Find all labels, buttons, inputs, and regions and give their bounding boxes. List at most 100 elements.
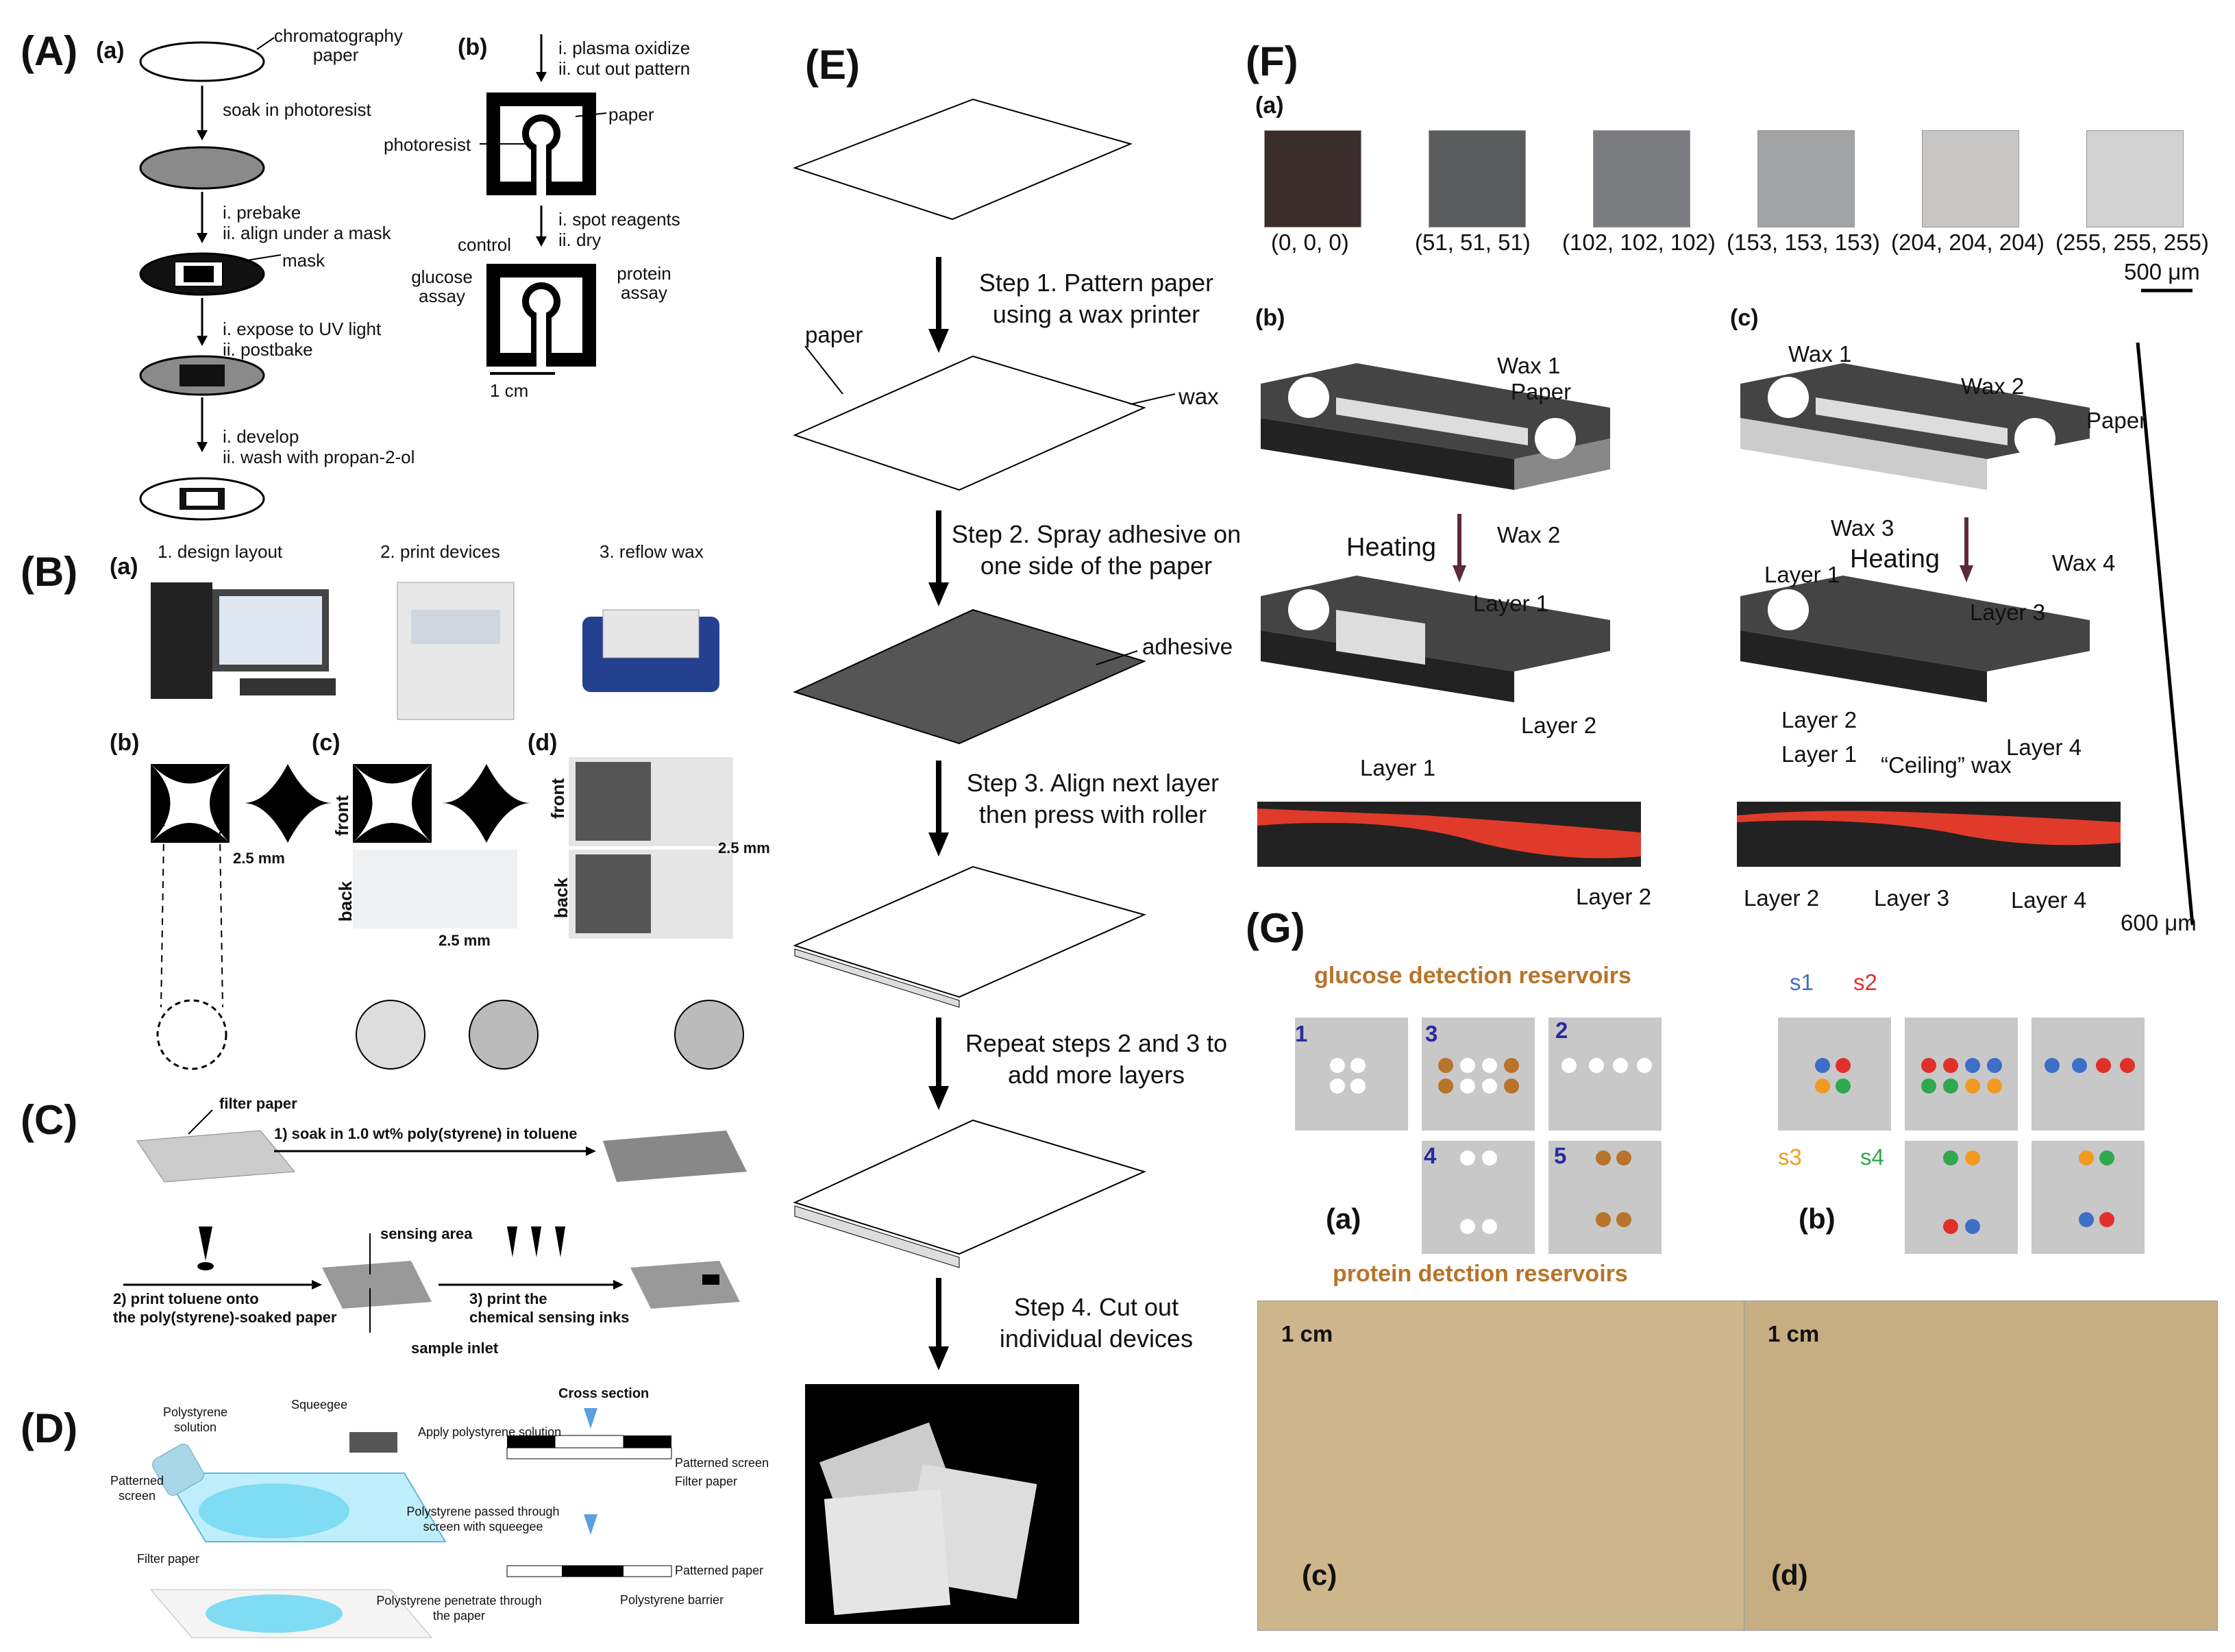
design-layout-label: 1. design layout	[158, 541, 283, 562]
fc-layer3-label: Layer 3	[1970, 600, 2046, 625]
panel-g-c-label: (c)	[1302, 1559, 1337, 1591]
polystyrene-barrier-label: Polystyrene barrier	[620, 1593, 724, 1607]
fb-heating-label: Heating	[1346, 533, 1436, 562]
filter-paper-right-label: Filter paper	[675, 1475, 738, 1488]
scale-600um: 600 μm	[2121, 910, 2197, 935]
swatch-102	[1593, 130, 1690, 227]
swatch-label-153: (153, 153, 153)	[1727, 230, 1880, 255]
panel-g-schematic	[1295, 1018, 2145, 1254]
fc-wax2-label: Wax 2	[1961, 373, 2025, 399]
patterned-screen-left-label: Patterned screen	[110, 1474, 164, 1503]
cross-section-label: Cross section	[558, 1386, 650, 1401]
spot-label: i. spot reagents	[558, 209, 680, 230]
tile-number-2: 2	[1555, 1018, 1568, 1043]
tile-5	[1548, 1141, 1662, 1254]
patterned-paper-label: Patterned paper	[675, 1564, 764, 1577]
panel-c-diagram	[123, 1109, 747, 1333]
panel-a-label: (A)	[21, 28, 78, 74]
tile-2	[1548, 1018, 1662, 1131]
align-label: ii. align under a mask	[223, 223, 391, 243]
panel-c-label: (C)	[21, 1097, 78, 1143]
scale-1cm-a: 1 cm	[490, 380, 529, 401]
protein-reservoirs-label: protein detction reservoirs	[1333, 1261, 1628, 1287]
reflow-wax-label: 3. reflow wax	[600, 541, 704, 562]
fb-layer2-label: Layer 2	[1521, 713, 1597, 738]
panel-a-a-label: (a)	[96, 38, 125, 64]
e-step4-label: Step 4. Cut out individual devices	[999, 1293, 1194, 1353]
patterned-screen-label: Patterned screen	[675, 1456, 769, 1470]
fc-wax3-label: Wax 3	[1831, 515, 1894, 541]
fc-layer4-label: Layer 4	[2006, 735, 2082, 760]
swatch-51	[1429, 130, 1526, 227]
panel-f-a-label: (a)	[1255, 93, 1284, 119]
fb-layer2-bottom-label: Layer 2	[1576, 884, 1652, 909]
fc-layer2-label: Layer 2	[1781, 707, 1857, 732]
dry-label: ii. dry	[558, 230, 602, 250]
panel-e-label: (E)	[805, 42, 860, 88]
panel-b-c-label: (c)	[312, 730, 341, 756]
panel-g-b-label: (b)	[1799, 1203, 1836, 1235]
fc-wax4-label: Wax 4	[2052, 550, 2116, 576]
tile-number-3: 3	[1425, 1021, 1438, 1046]
print-toluene-label: 2) print toluene onto	[113, 1290, 259, 1307]
polystyrene-passed-label: Polystyrene passed through screen with s…	[406, 1505, 560, 1533]
s4-label: s4	[1860, 1144, 1884, 1170]
fc-paper-label: Paper	[2086, 408, 2147, 433]
sample-inlet-label: sample inlet	[411, 1340, 499, 1357]
control-label: control	[458, 234, 512, 255]
paper-label-a: paper	[608, 104, 654, 125]
swatch-255	[2086, 130, 2184, 227]
scale-1cm-c: 1 cm	[1281, 1321, 1333, 1346]
panel-a-b-diagram	[480, 34, 607, 375]
scale-500um: 500 μm	[2124, 259, 2200, 284]
glucose-reservoirs-label: glucose detection reservoirs	[1314, 963, 1631, 989]
tile-number-5: 5	[1554, 1143, 1567, 1168]
e-step2-label: Step 2. Spray adhesive on one side of th…	[951, 520, 1242, 580]
fb-wax1-label: Wax 1	[1497, 353, 1561, 378]
panel-b-d-label: (d)	[528, 730, 558, 756]
fb-layer1-label: Layer 1	[1473, 591, 1549, 616]
filter-paper-d-label: Filter paper	[137, 1552, 200, 1566]
scale-2-5mm-c: 2.5 mm	[439, 932, 491, 949]
fc-layer3-bottom-label: Layer 3	[1874, 885, 1950, 911]
tile-3	[1422, 1018, 1535, 1131]
fc-layer2-bottom-label: Layer 2	[1744, 885, 1820, 911]
fb-paper-label: Paper	[1511, 379, 1572, 404]
fc-layer4-bottom-label: Layer 4	[2011, 887, 2087, 913]
protein-assay-label: protein assay	[617, 263, 671, 303]
swatch-153	[1757, 130, 1855, 227]
tile-b3	[1905, 1018, 2018, 1131]
swatch-label-102: (102, 102, 102)	[1562, 230, 1716, 255]
e-wax-label: wax	[1178, 384, 1219, 409]
swatch-0	[1264, 130, 1361, 227]
apply-polystyrene-label: Apply polystyrene solution	[418, 1425, 562, 1439]
wash-label: ii. wash with propan-2-ol	[223, 447, 415, 467]
develop-label: i. develop	[223, 426, 299, 447]
back-label-c: back	[335, 880, 356, 922]
panel-b-a-label: (a)	[110, 554, 138, 580]
panel-d-diagram	[149, 1408, 672, 1638]
print-inks-label: 3) print the	[469, 1290, 547, 1307]
scale-1cm-d: 1 cm	[1768, 1321, 1820, 1346]
e-step3-label: Step 3. Align next layer then press with…	[966, 769, 1220, 828]
panel-d-label: (D)	[21, 1405, 78, 1451]
photoresist-label: photoresist	[384, 134, 471, 155]
panel-b-b-label: (b)	[110, 730, 140, 756]
panel-e-diagram	[793, 98, 1176, 1624]
tile-number-1: 1	[1295, 1021, 1308, 1046]
panel-g-label: (G)	[1246, 905, 1305, 951]
panel-g-d-label: (d)	[1771, 1559, 1808, 1591]
panel-f-b-label: (b)	[1255, 305, 1285, 331]
fc-ceiling-label: “Ceiling” wax	[1881, 752, 2012, 778]
device-photo-d	[1744, 1300, 2218, 1631]
plasma-label: i. plasma oxidize	[558, 38, 691, 58]
step-arrows	[928, 257, 949, 1370]
cutout-label: ii. cut out pattern	[558, 58, 691, 79]
scale-2-5mm-b: 2.5 mm	[233, 850, 285, 867]
scale-2-5mm-d: 2.5 mm	[718, 839, 770, 856]
e-repeat-label: Repeat steps 2 and 3 to add more layers	[965, 1029, 1228, 1089]
fc-layer1-bottom-label: Layer 1	[1781, 741, 1857, 767]
scale-bar-500um	[2141, 288, 2193, 293]
uv-label: i. expose to UV light	[223, 319, 382, 339]
soak-label: soak in photoresist	[223, 99, 371, 120]
